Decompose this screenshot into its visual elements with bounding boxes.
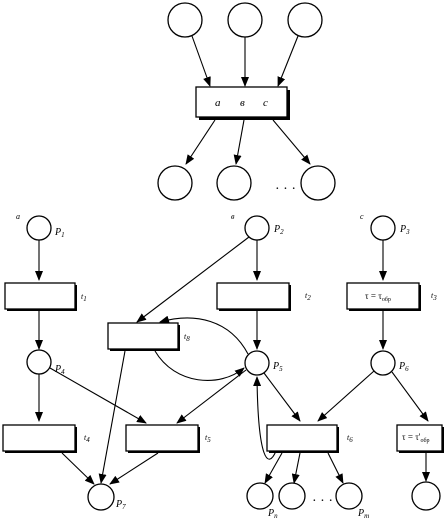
top-input-place-1 [167,2,203,38]
top-arc-1 [191,35,211,87]
arc-t6-out-3 [327,452,344,484]
top-output-place-2 [216,165,252,201]
top-section: a в c · · · [157,2,336,201]
arc-t6-out-1 [264,452,283,484]
top-box-a: a [215,97,221,109]
transition-t6 [266,424,338,452]
place-output-middle [278,482,306,510]
label-p3: P3 [399,224,410,236]
arc-p4-t5 [49,367,147,424]
arc-p5-t8-loop [159,315,249,355]
place-p1 [26,215,52,241]
label-t8: t8 [184,332,190,343]
top-box-b: в [240,97,245,109]
top-arc-3 [277,35,299,87]
input-label-b: в [231,212,235,221]
label-t6: t6 [347,433,353,444]
label-p7: P7 [115,499,126,511]
label-pm: Pm [357,508,369,520]
t3-tau-label: τ = τобр [365,291,391,303]
label-t1: t1 [81,292,87,303]
place-pn [246,482,274,510]
arc-t8-p5-loop [154,350,245,381]
place-p7 [87,483,115,511]
label-p4: P4 [54,364,65,376]
input-label-a: a [16,212,20,221]
place-p6 [370,350,396,376]
label-t2: t2 [305,291,311,302]
label-p2: P2 [273,224,284,236]
input-label-c: c [360,212,364,221]
arc-t4-p7 [61,452,95,485]
place-p4 [26,349,52,375]
top-out-arc-3 [272,119,311,165]
place-t7-output [411,481,441,511]
output-places: P7 · · · Pn Pm [61,350,441,520]
transition-row-1: t1 t2 τ = τобр t3 [4,240,437,311]
label-pn: Pn [267,508,278,520]
top-out-arc-1 [185,119,216,165]
label-t4: t4 [84,433,90,444]
arc-t6-out-2 [291,452,301,484]
top-output-place-1 [157,165,193,201]
label-t3: t3 [431,291,437,302]
transition-t7 [396,424,443,452]
input-places: a P1 в P2 c P3 [16,212,410,241]
place-p3 [370,215,396,241]
transition-t4 [2,424,76,452]
arc-t8-p7 [98,350,126,484]
arc-p5-t6 [263,372,301,422]
arc-p5-t5 [176,369,247,424]
transition-t1 [4,282,76,310]
place-p2 [244,215,270,241]
label-t5: t5 [205,433,211,444]
arc-p6-t7 [391,371,429,422]
top-ellipsis: · · · [275,182,296,197]
transition-t8 [107,322,179,350]
top-transition-box [195,86,288,118]
label-p1: P1 [54,227,65,239]
top-box-c: c [263,97,268,109]
transition-row-2: t4 t5 t6 τ = τ'обр [2,367,444,460]
transition-t2 [216,282,290,310]
arc-t6-p5-return [253,376,277,460]
top-input-place-2 [227,2,263,38]
arc-p2-t8 [136,236,250,323]
t7-tau-label: τ = τ'обр [402,432,430,444]
transition-t3 [346,282,420,310]
place-p5 [244,350,270,376]
label-p6: P6 [398,361,409,373]
arc-p6-t6 [317,370,375,422]
transition-t5 [125,424,199,452]
arc-t5-p7 [109,452,159,485]
middle-places: P4 P5 P6 [26,311,409,381]
top-output-place-3 [300,165,336,201]
top-input-place-3 [287,2,323,38]
bottom-ellipsis: · · · [312,494,333,509]
top-out-arc-2 [233,119,245,165]
place-pm [335,482,363,510]
transition-t8-group: t8 [107,236,250,351]
label-p5: P5 [272,361,283,373]
